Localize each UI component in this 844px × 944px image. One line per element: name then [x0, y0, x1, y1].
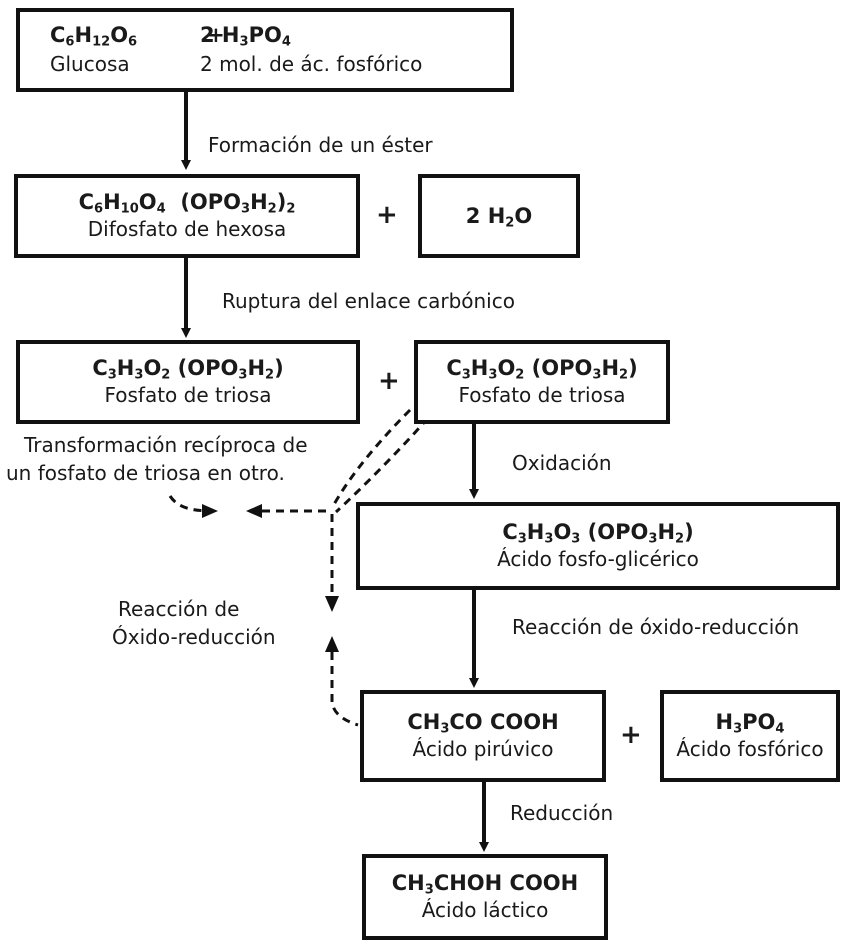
dashed-arrowhead-left	[246, 504, 262, 518]
dashed-curve-left	[330, 408, 412, 509]
glucose-formula: C6H12O6	[50, 23, 138, 50]
step-label-rupture: Ruptura del enlace carbónico	[222, 289, 515, 313]
redox-note-line1: Reacción de	[118, 597, 240, 621]
glucose-name: Glucosa	[50, 51, 130, 76]
lactic-acid-name: Ácido láctico	[421, 897, 549, 922]
triose-left-name: Fosfato de triosa	[104, 382, 272, 407]
triose-phosphate-right-box: C3H3O2 (OPO3H2) Fosfato de triosa	[414, 340, 670, 424]
phosphoric-acid-box-name: Ácido fosfórico	[676, 736, 824, 761]
redox-note-line2: Óxido-reducción	[112, 625, 276, 649]
hexose-diphosphate-name: Difosfato de hexosa	[87, 216, 287, 241]
hexose-diphosphate-box: C6H10O4 (OPO3H2)2 Difosfato de hexosa	[14, 174, 360, 258]
plus-sign-triose: +	[378, 366, 400, 396]
dashed-arrowhead-down	[325, 596, 339, 612]
phosphoric-acid-name: 2 mol. de ác. fosfórico	[200, 51, 423, 76]
pyruvic-acid-formula: CH3CO COOH	[407, 710, 559, 737]
pyruvic-acid-box: CH3CO COOH Ácido pirúvico	[360, 690, 606, 782]
hexose-diphosphate-formula: C6H10O4 (OPO3H2)2	[78, 190, 296, 217]
triose-phosphate-left-box: C3H3O2 (OPO3H2) Fosfato de triosa	[16, 340, 360, 424]
phosphoric-acid-box: H3PO4 Ácido fosfórico	[660, 690, 840, 782]
dashed-up-curve	[330, 652, 359, 727]
lactic-acid-box: CH3CHOH COOH Ácido láctico	[362, 854, 608, 940]
dashed-arrowhead-up	[325, 636, 339, 652]
transformation-note-line1: Transformación recíproca de	[24, 433, 308, 457]
step-label-oxidation: Oxidación	[512, 451, 612, 475]
triose-right-name: Fosfato de triosa	[458, 382, 626, 407]
plus-sign-glucose: +	[207, 23, 225, 48]
phosphoglyceric-acid-formula: C3H3O3 (OPO3H2)	[502, 520, 694, 547]
triose-left-formula: C3H3O2 (OPO3H2)	[92, 356, 284, 383]
water-formula: 2 H2O	[465, 203, 533, 231]
glucose-box: C6H12O6 + 2 H3PO4 Glucosa 2 mol. de ác. …	[16, 8, 514, 92]
plus-sign-phosphoric: +	[620, 720, 642, 750]
water-box: 2 H2O	[418, 174, 580, 258]
triose-right-formula: C3H3O2 (OPO3H2)	[446, 356, 638, 383]
step-label-reduction: Reducción	[510, 801, 614, 825]
step-label-redox: Reacción de óxido-reducción	[512, 615, 800, 639]
transformation-note-line2: un fosfato de triosa en otro.	[6, 461, 285, 485]
pyruvic-acid-name: Ácido pirúvico	[412, 736, 554, 761]
plus-sign-water: +	[376, 200, 398, 230]
dashed-curve-right	[334, 417, 430, 514]
lactic-acid-formula: CH3CHOH COOH	[391, 871, 579, 898]
phosphoglyceric-acid-box: C3H3O3 (OPO3H2) Ácido fosfo-glicérico	[356, 502, 840, 590]
step-label-ester: Formación de un éster	[208, 133, 433, 157]
dashed-arrowhead-right	[202, 504, 218, 518]
phosphoric-acid-formula: 2 H3PO4	[200, 23, 291, 50]
phosphoglyceric-acid-name: Ácido fosfo-glicérico	[497, 546, 699, 571]
phosphoric-acid-box-formula: H3PO4	[715, 710, 785, 737]
